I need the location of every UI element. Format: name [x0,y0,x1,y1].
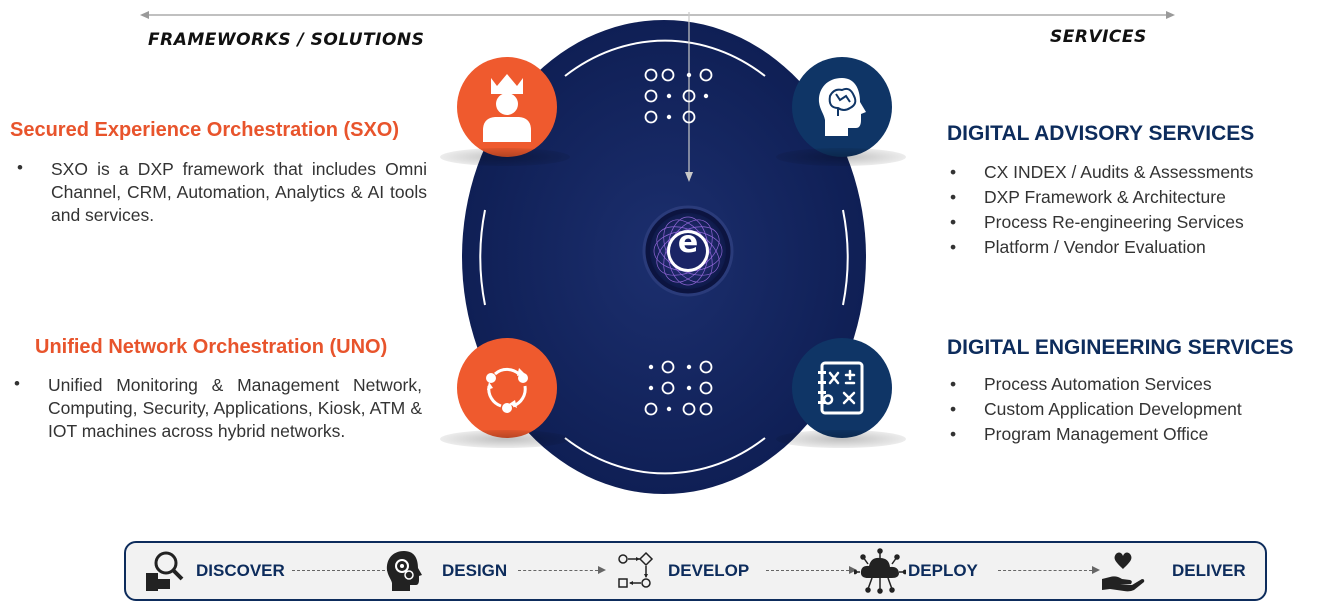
engineering-list: • Process Automation Services • Custom App… [950,372,1242,447]
bullet-dot: • [950,187,957,207]
bullet-dot: • [950,237,957,257]
heart-hand-icon [1102,552,1145,592]
pipeline-arrow [766,566,857,574]
stage-label: DEPLOY [908,561,978,580]
uno-icon-circle [457,338,557,438]
services-label: SERVICES [1050,27,1147,47]
list-item-label: CX INDEX / Audits & Assessments [984,162,1254,182]
stage-label: DEVELOP [668,561,750,580]
sxo-description: SXO is a DXP framework that includes Omn… [51,159,427,225]
pipeline-arrow [998,566,1100,574]
bullet-dot: • [950,424,957,444]
brain-head-icon [818,78,866,136]
list-item: • Platform / Vendor Evaluation [950,235,1253,260]
engineering-title: DIGITAL ENGINEERING SERVICES [947,336,1294,359]
bullet-dot: • [950,212,957,232]
list-item: • Custom Application Development [950,397,1242,422]
stage-label: DISCOVER [196,561,285,580]
stage-deploy: DEPLOY [854,543,978,599]
engineering-icon-circle [792,338,892,438]
center-logo-letter: e [677,225,699,260]
advisory-icon-shadow [776,148,906,166]
pipeline-arrow [518,566,606,574]
stage-deliver: DELIVER [1100,543,1246,599]
advisory-icon-circle [792,57,892,157]
magnifier-boxes-icon [146,551,184,591]
flowchart-icon [618,551,654,588]
gear-head-icon [386,551,422,591]
advisory-list: • CX INDEX / Audits & Assessments • DXP Fr… [950,160,1253,260]
uno-description: Unified Monitoring & Management Network,… [48,375,422,441]
stage-discover: DISCOVER [142,543,285,599]
uno-icon-shadow [440,430,570,448]
stage-design: DESIGN [384,543,507,599]
formula-notebook-icon [818,361,864,415]
sxo-icon-shadow [440,148,570,166]
crowned-person-icon [483,74,531,142]
central-orbit-graphic [462,12,866,494]
stage-develop: DEVELOP [616,543,749,599]
advisory-title: DIGITAL ADVISORY SERVICES [947,122,1255,145]
cloud-network-icon [854,548,906,594]
list-item: • DXP Framework & Architecture [950,185,1253,210]
list-item: • CX INDEX / Audits & Assessments [950,160,1253,185]
list-item-label: Program Management Office [984,424,1209,444]
delivery-pipeline-bar: DISCOVER DESIGN DEVE [124,541,1267,601]
list-item-label: Process Re-engineering Services [984,212,1244,232]
engineering-icon-shadow [776,430,906,448]
frameworks-label: FRAMEWORKS / SOLUTIONS [148,30,425,50]
stage-label: DESIGN [442,561,508,580]
sxo-title: Secured Experience Orchestration (SXO) [10,119,400,141]
list-item: • Process Automation Services [950,372,1242,397]
top-double-arrow [140,11,1175,19]
sxo-bullet: • [17,158,23,177]
list-item-label: Custom Application Development [984,399,1242,419]
bullet-dot: • [950,399,957,419]
bullet-dot: • [950,374,957,394]
cycle-arrows-icon [486,367,528,413]
list-item-label: Process Automation Services [984,374,1212,394]
list-item: • Program Management Office [950,422,1242,447]
list-item-label: DXP Framework & Architecture [984,187,1226,207]
sxo-icon-circle [457,57,557,157]
bullet-dot: • [950,162,957,182]
stage-label: DELIVER [1172,561,1246,580]
uno-title: Unified Network Orchestration (UNO) [35,336,388,358]
uno-bullet: • [14,374,20,393]
list-item: • Process Re-engineering Services [950,210,1253,235]
list-item-label: Platform / Vendor Evaluation [984,237,1206,257]
